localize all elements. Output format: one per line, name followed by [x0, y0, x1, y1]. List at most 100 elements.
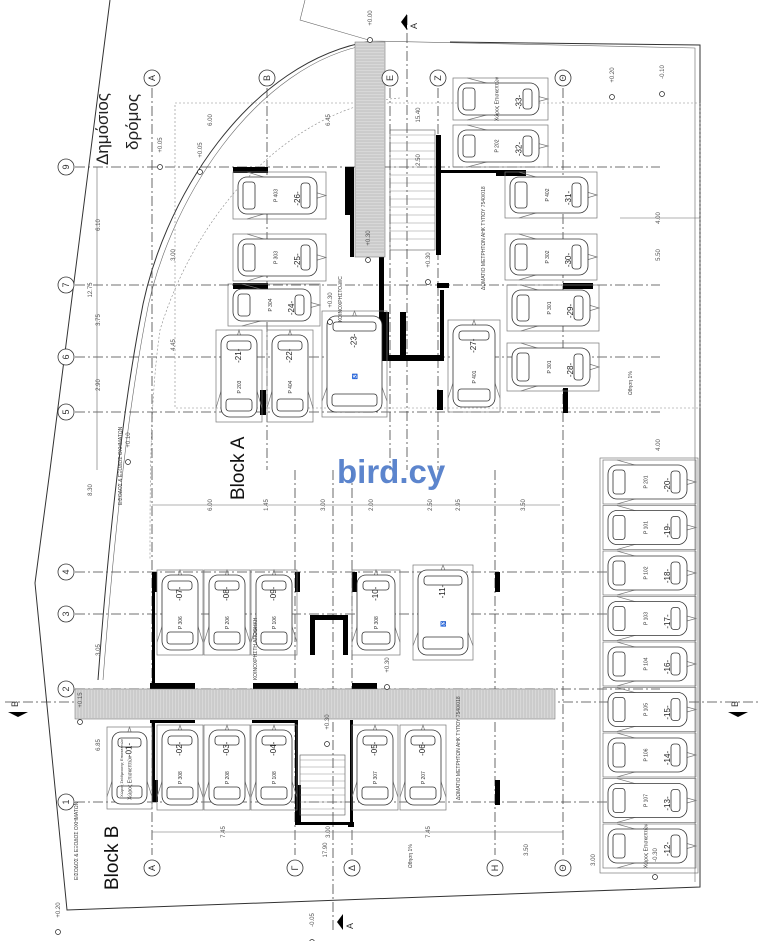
car-icon: [509, 176, 589, 214]
wall: [383, 312, 389, 357]
grid-row-label: 3: [61, 611, 71, 616]
wall: [295, 785, 301, 825]
parking-space: P 102-18-: [602, 550, 698, 596]
space-number: -01-: [125, 743, 134, 758]
car-rear-window: [300, 244, 311, 271]
car-rear-window: [670, 607, 681, 630]
elevation-marker-icon: [425, 279, 431, 285]
car-icon: [208, 729, 246, 806]
space-code: P 105: [644, 703, 650, 716]
space-code: P 308: [374, 616, 380, 629]
wall: [495, 780, 500, 805]
grid-row-label: 4: [61, 569, 71, 574]
car-windshield: [612, 515, 626, 540]
space-number: -21-: [234, 348, 243, 363]
space-code: Χώρος Επισκεπτών: [643, 823, 650, 868]
car-icon: [237, 176, 318, 215]
elevation-marker-icon: [324, 741, 330, 747]
space-number: -11-: [438, 584, 447, 598]
wall: [252, 720, 297, 723]
car-windshield: [612, 560, 626, 586]
wall: [343, 615, 348, 655]
slope-a-label: Ωθηση 1%: [628, 371, 634, 395]
car-rear-window: [261, 580, 287, 591]
grid-bubble: [143, 69, 161, 87]
dimension-value: 7.45: [221, 826, 227, 838]
wall: [253, 683, 298, 689]
dimension-value: 4.45: [171, 339, 177, 351]
elevation-marker-icon: [367, 37, 373, 43]
wall: [150, 683, 195, 689]
road-label-line1: Δημόσιος: [93, 93, 112, 165]
car-windshield: [514, 243, 528, 271]
car-icon: [607, 828, 688, 864]
space-code: P 207: [421, 771, 427, 784]
space-number: -10-: [371, 586, 380, 601]
space-number: -19-: [663, 523, 672, 538]
parking-space: -21-P 203: [215, 328, 263, 423]
space-code: P 304: [268, 298, 274, 311]
elevation-marker-icon: [157, 164, 163, 170]
car-icon: [607, 555, 688, 591]
space-number: -20-: [663, 478, 672, 493]
car-rear-window: [458, 330, 490, 341]
elevation-value: -0.10: [660, 65, 666, 79]
wall: [348, 822, 354, 827]
space-code: P 108: [272, 771, 278, 784]
car-icon: [255, 729, 293, 806]
car-rear-window: [670, 789, 681, 812]
wall: [350, 167, 354, 257]
space-number: -31-: [564, 191, 573, 206]
road-label-line2: δρόμος: [123, 94, 142, 150]
parking-space: P 105-15-: [602, 687, 698, 732]
car-rear-window: [670, 561, 681, 585]
meter-room-a-label: ΔΩΜΑΤΙΟ ΜΕΤΡΗΤΩΝ ΑΗΚ ΤΥΠΟΥ 7540/018: [481, 186, 487, 290]
parking-space: P 104-16-: [602, 641, 698, 687]
car-windshield: [612, 742, 626, 768]
wall: [310, 615, 348, 620]
section-arrow-icon: [8, 712, 28, 717]
elevation-marker-icon: [327, 319, 333, 325]
entrance-b-label: ΕΙΣΟΔΟΣ & ΕΞΟΔΟΣ ΟΧΗΜΑΤΩΝ: [74, 801, 80, 880]
elevation-value: +0.10: [126, 432, 132, 448]
car-rear-window: [571, 182, 582, 208]
parking-space: -22-P 404: [266, 328, 314, 423]
elevation-value: +0.20: [610, 67, 616, 83]
space-code: P 403: [274, 189, 280, 202]
car-icon: [607, 464, 688, 500]
meter-room-b-label: ΔΩΜΑΤΙΟ ΜΕΤΡΗΤΩΝ ΑΗΚ ΤΥΠΟΥ 7540/018: [456, 696, 462, 800]
parking-space: -02-P 308: [156, 723, 204, 811]
car-icon: [607, 692, 688, 727]
car-rear-window: [362, 735, 388, 746]
section-arrow-icon: [728, 712, 748, 717]
car-rear-window: [117, 737, 142, 748]
car-icon: [607, 737, 688, 773]
wall: [152, 572, 155, 690]
space-code: P 104: [644, 657, 650, 670]
elevation-marker-icon: [197, 169, 203, 175]
road-curve: [97, 40, 373, 681]
grid-col-label-top: A: [147, 75, 157, 81]
car-rear-window: [670, 743, 681, 767]
space-number: -04-: [269, 741, 278, 756]
wall: [260, 390, 266, 415]
car-icon: [161, 574, 199, 651]
wall: [495, 572, 500, 592]
dimension-value: 6.85: [96, 739, 102, 751]
parking-space: -05-P 307: [351, 723, 399, 811]
space-number: -28-: [566, 363, 575, 378]
elevation-marker-icon: [652, 874, 658, 880]
car-windshield: [612, 606, 626, 631]
wall: [295, 572, 300, 592]
elevation-value: +0.15: [78, 692, 84, 708]
car-rear-window: [294, 294, 305, 316]
space-number: -06-: [418, 741, 427, 756]
space-number: -22-: [285, 348, 294, 363]
grid-row-label: 5: [61, 409, 71, 414]
elevation-marker-icon: [384, 684, 390, 690]
wall: [152, 780, 158, 802]
car-windshield: [422, 636, 464, 650]
wall: [350, 720, 353, 825]
